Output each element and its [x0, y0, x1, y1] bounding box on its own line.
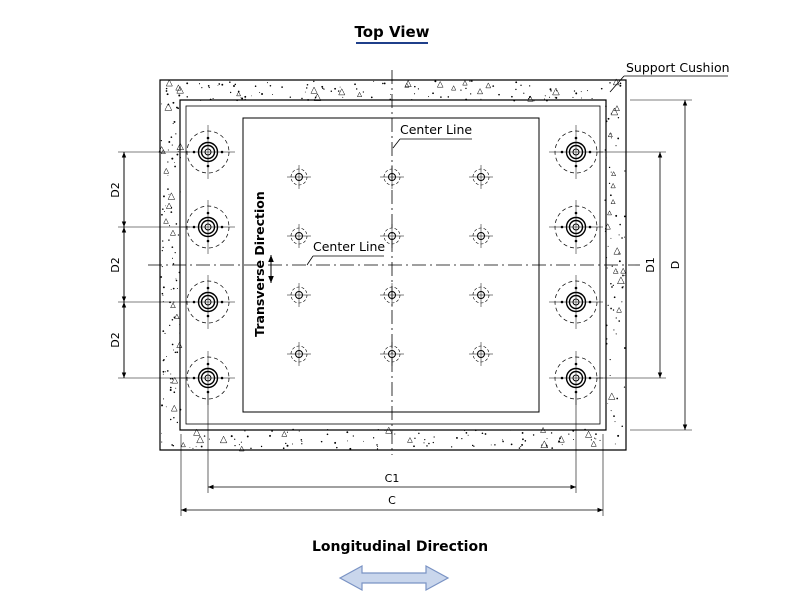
dimension-c: C	[388, 494, 396, 507]
anchor-bolt	[549, 125, 603, 179]
bottom-dimensions	[180, 392, 604, 516]
plate-bolt	[380, 342, 404, 366]
center-line-label-vertical: Center Line	[400, 122, 472, 137]
support-cushion-leader-diagonal	[609, 75, 625, 93]
plate-bolt	[469, 342, 493, 366]
dimension-d2-middle: D2	[109, 257, 122, 272]
plate-bolts	[287, 165, 493, 366]
anchor-bolt	[549, 200, 603, 254]
dimension-d2-top: D2	[109, 182, 122, 197]
support-cushion-label: Support Cushion	[626, 60, 730, 75]
plate-bolt	[380, 283, 404, 307]
plate-bolt	[469, 283, 493, 307]
dimension-c1: C1	[385, 472, 400, 485]
left-dimension-chain	[118, 151, 190, 379]
transverse-direction-label: Transverse Direction	[252, 191, 267, 337]
longitudinal-direction-label: Longitudinal Direction	[312, 539, 488, 555]
dimension-d1: D1	[644, 257, 657, 272]
plate-bolt	[380, 165, 404, 189]
longitudinal-direction-arrow-icon	[338, 564, 450, 592]
plate-bolt	[287, 283, 311, 307]
plate-bolt	[287, 342, 311, 366]
page-title: Top View	[354, 23, 429, 41]
anchor-bolts	[181, 125, 603, 405]
center-line-label-horizontal: Center Line	[313, 239, 385, 254]
plate-bolt	[469, 165, 493, 189]
dimension-d2-bottom: D2	[109, 332, 122, 347]
plate-bolt	[380, 224, 404, 248]
plate-bolt	[469, 224, 493, 248]
dimension-d: D	[669, 261, 682, 269]
plate-bolt	[287, 165, 311, 189]
center-line-leader-vertical-diagonal	[392, 138, 401, 149]
plate-bolt	[287, 224, 311, 248]
center-line-leader-horizontal-diagonal	[306, 255, 314, 266]
right-dimensions	[596, 99, 692, 431]
anchor-bolt	[181, 200, 235, 254]
anchor-bolt	[549, 275, 603, 329]
